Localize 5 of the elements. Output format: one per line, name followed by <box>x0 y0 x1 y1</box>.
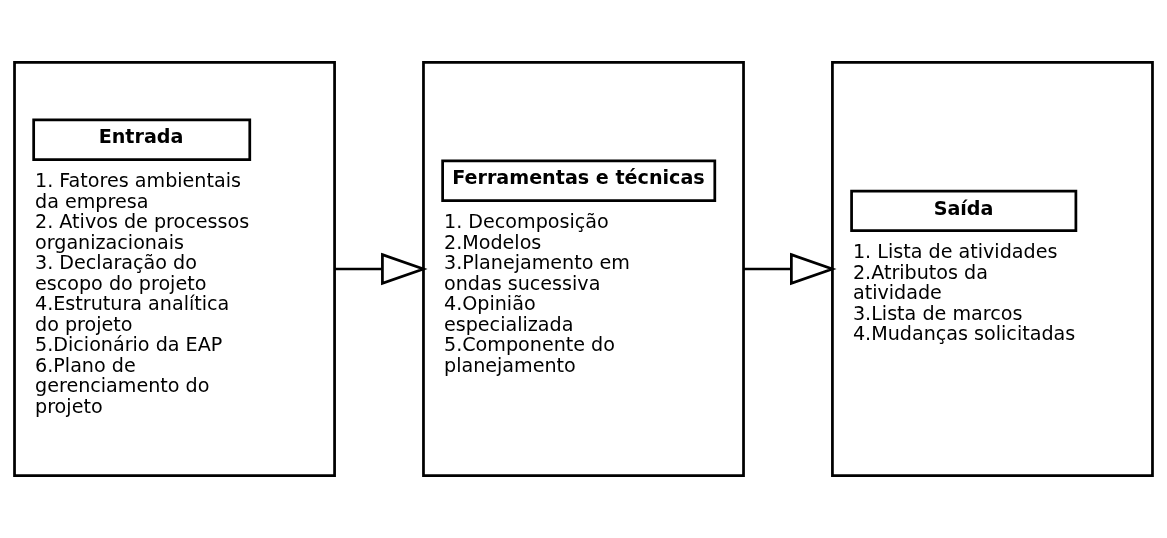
node-box: Saída 1. Lista de atividades 2.Atributos da atividade 3.Lista de marcos 4.Mudanças solicitadas <box>831 61 1154 477</box>
node-box: Entrada 1. Fatores ambientais da empresa 2. Ativos de processos organizacionais 3. Declaração do escopo do projeto 4.Estrutura analítica do projeto 5.Dicionário da EAP 6.Plano de gerenciamento do projeto <box>13 61 336 477</box>
arrow <box>334 252 428 286</box>
node-box: Ferramentas e técnicas 1. Decomposição 2.Modelos 3.Planejamento em ondas sucessiva 4.Opinião especializada 5.Componente do planejamento <box>422 61 745 477</box>
arrow <box>743 252 837 286</box>
